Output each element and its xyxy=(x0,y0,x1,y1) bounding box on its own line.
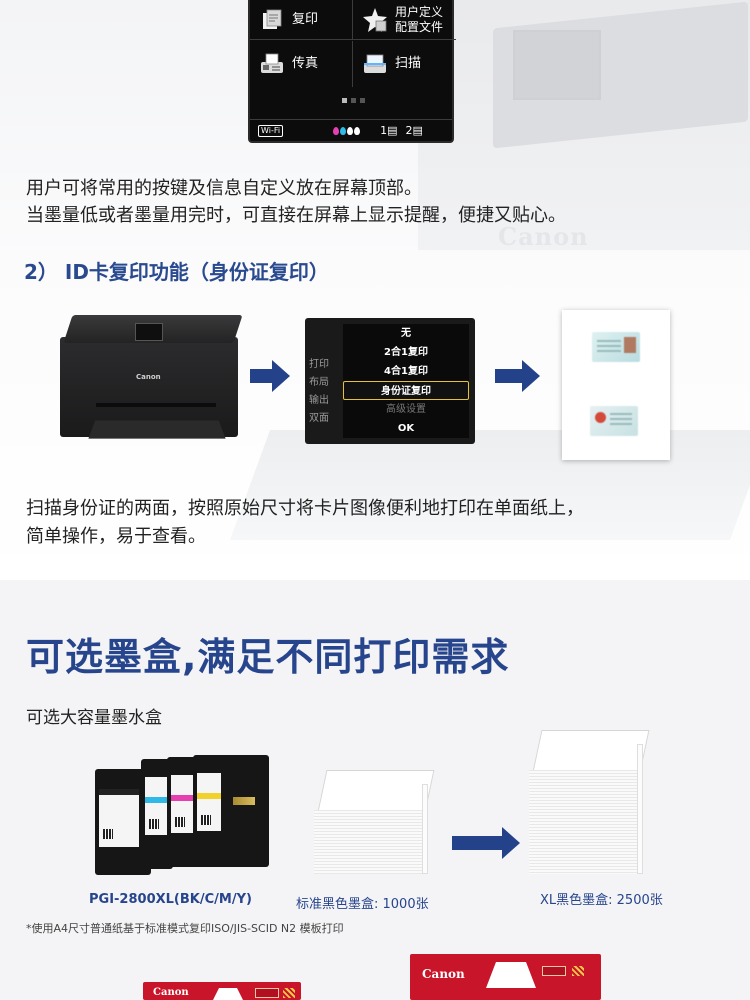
ink-section-title: 可选墨盒,满足不同打印需求 xyxy=(26,635,510,679)
intro-line-2: 当墨量低或者墨量用完时，可直接在屏幕上显示提醒，便捷又贴心。 xyxy=(26,205,566,226)
id-desc-line-2: 简单操作，易于查看。 xyxy=(26,526,206,547)
id-copy-heading: 2） ID卡复印功能（身份证复印） xyxy=(24,260,329,284)
lcd-copy-button[interactable]: 复印 xyxy=(250,0,353,40)
id-card-front-image xyxy=(592,332,640,362)
background-paper xyxy=(229,430,750,540)
cartridge-yellow xyxy=(193,755,269,867)
printer-display xyxy=(135,323,163,341)
paper-tray-status[interactable]: 1▤ 2▤ xyxy=(380,124,423,137)
standard-cartridge-caption: 标准黑色墨盒: 1000张 xyxy=(296,897,429,912)
ink-level-icon[interactable] xyxy=(333,126,361,135)
footnote: *使用A4尺寸普通纸基于标准模式复印ISO/JIS-SCID N2 模板打印 xyxy=(26,922,344,935)
lcd-status-bar: Wi-Fi 1▤ 2▤ xyxy=(250,119,452,141)
printer-body xyxy=(60,337,238,437)
lcd-fax-button[interactable]: 传真 xyxy=(250,41,353,87)
menu-ok-button[interactable]: OK xyxy=(397,423,415,434)
ink-cartridges-image xyxy=(95,755,275,875)
star-icon xyxy=(361,7,389,33)
menu-option-none[interactable]: 无 xyxy=(401,328,411,339)
lcd-page-indicator[interactable] xyxy=(342,98,365,103)
ink-section-subtitle: 可选大容量墨水盒 xyxy=(26,708,162,728)
tray2-indicator: 2▤ xyxy=(405,124,423,137)
cartridge-box-image: Canon xyxy=(143,982,301,1000)
fax-icon xyxy=(258,51,286,77)
standard-paper-stack-image xyxy=(310,770,435,880)
menu-option-advanced[interactable]: 高级设置 xyxy=(386,404,426,415)
xl-paper-stack-image xyxy=(525,730,650,880)
copy-icon xyxy=(258,7,286,33)
cartridge-caption: PGI-2800XL(BK/C/M/Y) xyxy=(89,892,252,907)
background-printer-image: Canon xyxy=(418,0,750,251)
lcd-scan-button[interactable]: 扫描 xyxy=(353,41,456,87)
menu-option-4in1[interactable]: 4合1复印 xyxy=(384,366,428,377)
box-brand-logo: Canon xyxy=(422,967,465,981)
printer-lcd-screen: 复印 用户定义配置文件 传真 扫描 Wi-Fi xyxy=(248,0,456,143)
lcd-scan-label: 扫描 xyxy=(395,56,422,71)
printer-output-slot xyxy=(96,403,216,407)
menu-option-id-copy[interactable]: 身份证复印 xyxy=(343,381,469,400)
scan-icon xyxy=(361,51,389,77)
intro-line-1: 用户可将常用的按键及信息自定义放在屏幕顶部。 xyxy=(26,178,422,199)
lcd-custom-profile-label: 用户定义配置文件 xyxy=(395,5,443,35)
menu-option-2in1[interactable]: 2合1复印 xyxy=(384,347,428,358)
lcd-profile-line1: 用户定义 xyxy=(395,4,444,19)
wifi-badge[interactable]: Wi-Fi xyxy=(258,124,284,137)
background-printer-screen xyxy=(513,30,601,100)
cartridge-box-image: Canon xyxy=(410,954,601,1000)
menu-side-item: 输出 xyxy=(309,395,329,406)
id-desc-line-1: 扫描身份证的两面，按照原始尺寸将卡片图像便利地打印在单面纸上， xyxy=(26,498,584,519)
id-copy-menu-screen: 打印 布局 输出 双面 无 2合1复印 4合1复印 身份证复印 高级设置 OK xyxy=(305,318,475,444)
menu-side-labels: 打印 布局 输出 双面 xyxy=(309,356,329,428)
id-card-back-image xyxy=(590,406,638,436)
lcd-copy-label: 复印 xyxy=(292,11,319,27)
printer-image: Canon xyxy=(60,315,243,445)
ink-drop-yellow xyxy=(347,126,354,135)
lcd-profile-line2: 配置文件 xyxy=(395,19,444,34)
printer-brand-logo: Canon xyxy=(136,373,161,381)
menu-option-list: 无 2合1复印 4合1复印 身份证复印 高级设置 OK xyxy=(343,324,469,438)
xl-cartridge-caption: XL黑色墨盒: 2500张 xyxy=(540,893,663,908)
ink-drop-black xyxy=(354,126,361,135)
menu-side-item: 布局 xyxy=(309,377,329,388)
ink-drop-magenta xyxy=(333,126,340,135)
tray1-indicator: 1▤ xyxy=(380,124,398,137)
box-brand-logo: Canon xyxy=(153,987,189,998)
feature-section: Canon 复印 用户定义配置文件 传真 扫描 xyxy=(0,0,750,580)
printer-paper-tray xyxy=(88,420,226,439)
ink-drop-cyan xyxy=(340,126,347,135)
lcd-custom-profile-button[interactable]: 用户定义配置文件 xyxy=(353,0,456,40)
printed-id-copy-sheet xyxy=(562,310,670,460)
background-printer-brand: Canon xyxy=(498,222,589,251)
menu-side-item: 打印 xyxy=(309,359,329,370)
lcd-fax-label: 传真 xyxy=(292,56,319,71)
menu-side-item: 双面 xyxy=(309,413,329,424)
